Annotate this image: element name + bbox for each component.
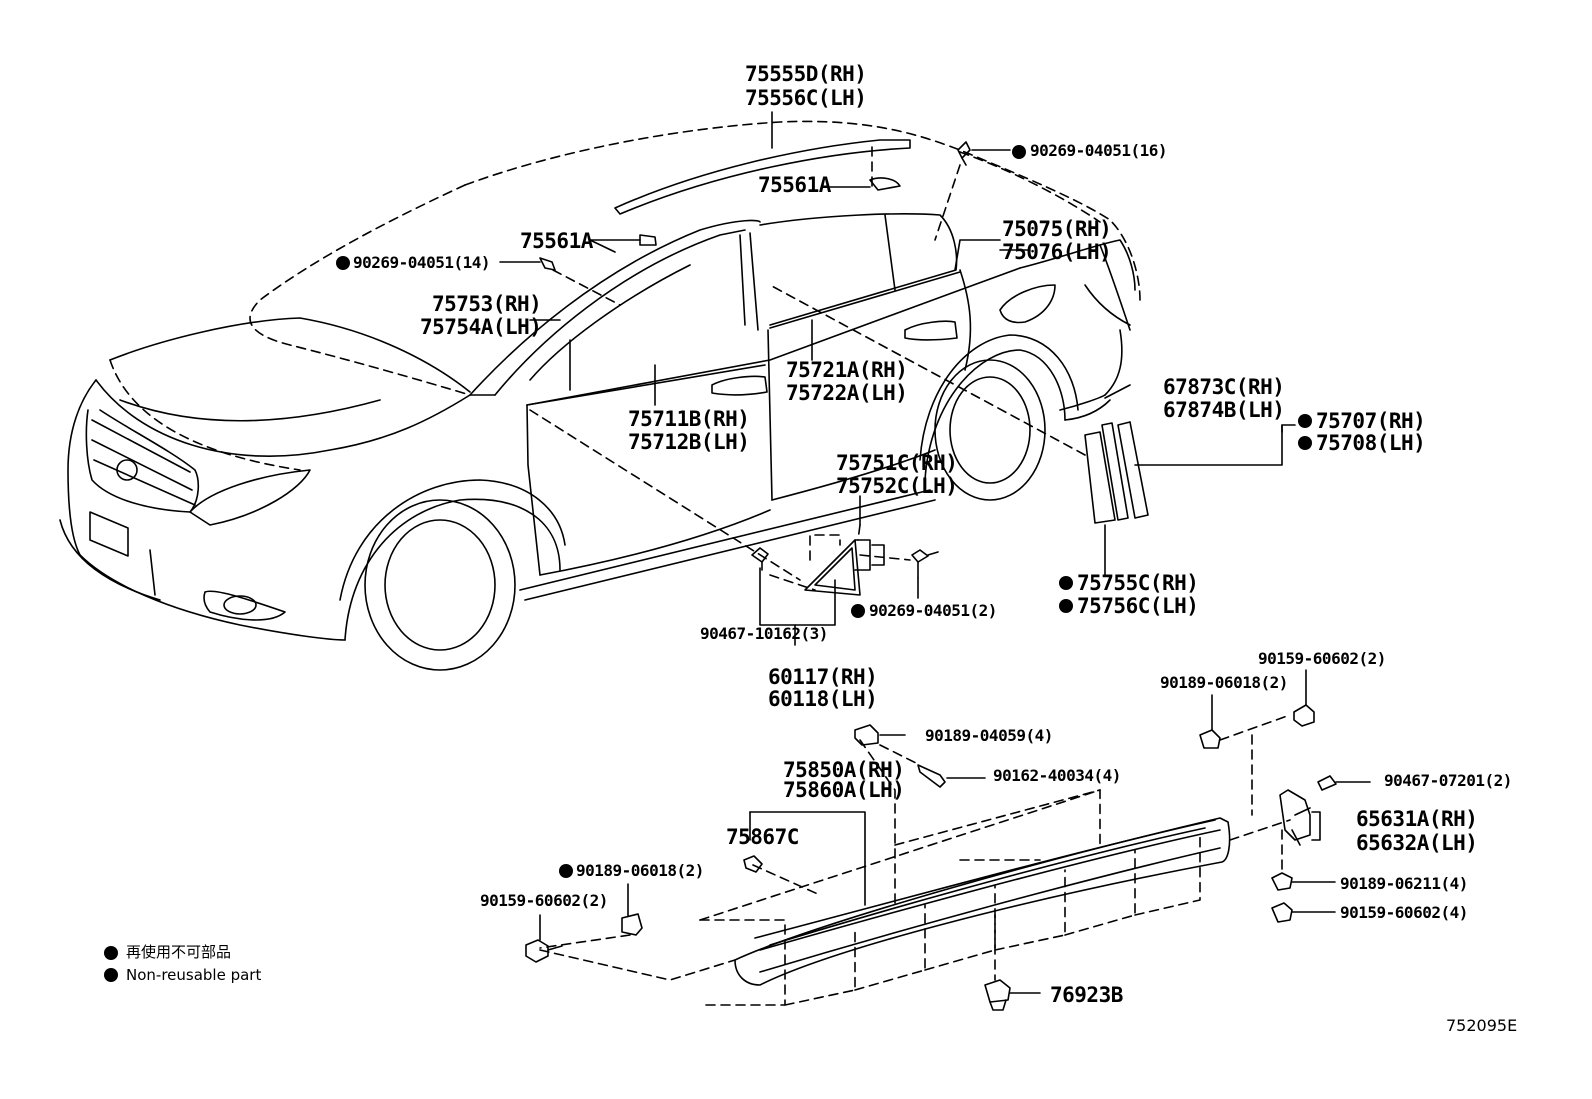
label-clip-left-14[interactable]: 90269-04051(14) [353, 253, 491, 272]
label-rear-pillar-rh[interactable]: 67873C(RH) [1163, 375, 1285, 399]
label-nut-left-2[interactable]: 90189-06018(2) [576, 861, 704, 880]
screw-icon-4 [879, 744, 986, 788]
clip-icon-mid [911, 549, 939, 599]
label-clip-top-right[interactable]: 90269-04051(16) [1030, 141, 1168, 160]
clip-icon-top [934, 141, 1011, 241]
bullet-markers [104, 145, 1312, 982]
label-nut-right-2[interactable]: 90189-06018(2) [1160, 673, 1288, 692]
label-clip-right-2[interactable]: 90467-07201(2) [1384, 771, 1512, 790]
label-front-belt-rh[interactable]: 75711B(RH) [628, 407, 750, 431]
clip-icon-75867c [743, 855, 763, 873]
label-roof-clip-left[interactable]: 75561A [520, 229, 593, 253]
label-front-belt-lh[interactable]: 75712B(LH) [628, 430, 750, 454]
nut-icon-4 [854, 724, 906, 746]
label-rocker-lh[interactable]: 75860A(LH) [783, 778, 905, 802]
legend-jp: 再使用不可部品 [126, 943, 232, 961]
label-rear-door-frame-lh[interactable]: 75076(LH) [1002, 240, 1112, 264]
label-rear-belt-rh[interactable]: 75721A(RH) [786, 358, 908, 382]
label-mudguard-rh[interactable]: 65631A(RH) [1356, 807, 1478, 831]
label-roof-rh[interactable]: 75555D(RH) [745, 62, 867, 86]
label-bolt-bottom-4[interactable]: 90159-60602(4) [1340, 903, 1468, 922]
label-nut-4[interactable]: 90189-04059(4) [925, 726, 1053, 745]
label-rear-pillar-garnish-lh[interactable]: 75708(LH) [1316, 431, 1426, 455]
clip-icon-left [499, 239, 621, 306]
screw-icon [751, 547, 836, 646]
legend-en: Non-reusable part [126, 966, 262, 984]
label-garnish-lh[interactable]: 60118(LH) [768, 687, 878, 711]
label-garnish-rh[interactable]: 60117(RH) [768, 665, 878, 689]
label-rear-pillar-garnish-rh[interactable]: 75707(RH) [1316, 409, 1426, 433]
nut-bolt-bottom [1271, 872, 1336, 923]
label-rear-door-frame-rh[interactable]: 75075(RH) [1002, 217, 1112, 241]
label-screw-3[interactable]: 90467-10162(3) [700, 624, 828, 643]
leader-lines [529, 239, 1031, 526]
label-rear-belt-lh[interactable]: 75722A(LH) [786, 381, 908, 405]
label-clip-75867c[interactable]: 75867C [726, 825, 799, 849]
label-clip-bottom[interactable]: 76923B [1050, 983, 1123, 1007]
rocker-panel [539, 739, 1231, 1006]
label-mudguard-lh[interactable]: 65632A(LH) [1356, 831, 1478, 855]
label-bolt-right-2[interactable]: 90159-60602(2) [1258, 649, 1386, 668]
rear-pillar-garnish [769, 284, 1296, 576]
label-pillar-tape-lh[interactable]: 75756C(LH) [1077, 594, 1199, 618]
label-quarter-rh[interactable]: 75751C(RH) [836, 451, 958, 475]
car-body [59, 120, 1141, 671]
clip-icon-bottom [984, 914, 1041, 1011]
roof-molding [614, 111, 911, 246]
label-clip-mid-2[interactable]: 90269-04051(2) [869, 601, 997, 620]
label-quarter-lh[interactable]: 75752C(LH) [836, 474, 958, 498]
label-bolt-left-2[interactable]: 90159-60602(2) [480, 891, 608, 910]
label-roof-lh[interactable]: 75556C(LH) [745, 86, 867, 110]
label-pillar-tape-rh[interactable]: 75755C(RH) [1077, 571, 1199, 595]
label-front-door-frame-lh[interactable]: 75754A(LH) [420, 315, 542, 339]
nut-bolt-right [1199, 669, 1315, 841]
nut-bolt-left [525, 883, 643, 963]
mudguard-bracket [1279, 775, 1371, 871]
label-roof-clip-right[interactable]: 75561A [758, 173, 831, 197]
label-nut-bottom-4[interactable]: 90189-06211(4) [1340, 874, 1468, 893]
label-front-door-frame-rh[interactable]: 75753(RH) [432, 292, 542, 316]
label-rear-pillar-lh[interactable]: 67874B(LH) [1163, 398, 1285, 422]
label-rocker-rh[interactable]: 75850A(RH) [783, 758, 905, 782]
label-screw-4[interactable]: 90162-40034(4) [993, 766, 1121, 785]
diagram-code: 752095E [1446, 1016, 1518, 1035]
